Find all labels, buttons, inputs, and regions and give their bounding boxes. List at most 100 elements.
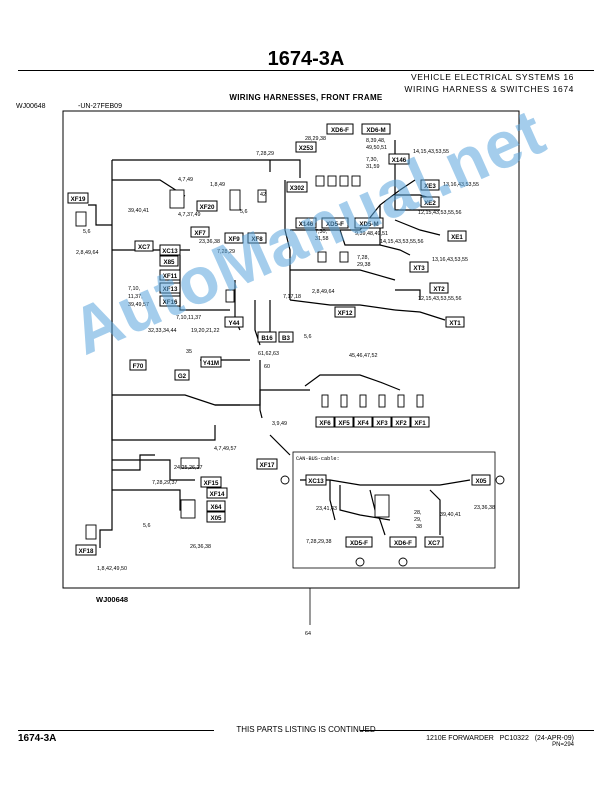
- svg-text:F70: F70: [133, 363, 144, 370]
- svg-text:XF5: XF5: [338, 420, 350, 427]
- svg-text:7,10,: 7,10,: [128, 286, 140, 292]
- connector-xf20: XF20: [196, 200, 218, 212]
- svg-text:XF13: XF13: [163, 286, 178, 293]
- figure-title: WIRING HARNESSES, FRONT FRAME: [229, 93, 383, 102]
- svg-text:38: 38: [416, 524, 422, 530]
- svg-text:XT2: XT2: [433, 286, 445, 293]
- connector-xf14: XF14: [206, 487, 228, 499]
- svg-text:X146: X146: [299, 221, 314, 228]
- svg-text:7,28,: 7,28,: [357, 255, 369, 261]
- svg-text:32,33,34,44: 32,33,34,44: [148, 328, 176, 334]
- page-number: PN=294: [552, 742, 574, 748]
- svg-text:X05: X05: [475, 478, 487, 485]
- svg-text:XC13: XC13: [162, 248, 178, 255]
- svg-text:5,6: 5,6: [304, 334, 312, 340]
- connector-xf1: XF1: [410, 416, 430, 428]
- pc-number: PC10322: [499, 735, 529, 742]
- svg-text:9,39,48,49,51: 9,39,48,49,51: [355, 231, 388, 237]
- svg-text:7,30,: 7,30,: [315, 229, 327, 235]
- svg-text:XF9: XF9: [228, 236, 240, 243]
- svg-text:28,: 28,: [414, 510, 422, 516]
- connector-b16: B16: [257, 331, 277, 343]
- connector-f70: F70: [129, 359, 147, 371]
- svg-text:XF20: XF20: [200, 204, 215, 211]
- page-title: 1674-3A: [267, 48, 345, 70]
- svg-text:23,41,43: 23,41,43: [316, 506, 337, 512]
- svg-text:XD5-M: XD5-M: [359, 221, 378, 228]
- connector-xf19: XF19: [67, 192, 89, 204]
- svg-text:Y41M: Y41M: [203, 360, 219, 367]
- svg-text:64: 64: [305, 631, 311, 637]
- inset-label: CAN-BUS-cable:: [296, 456, 340, 462]
- svg-text:B16: B16: [261, 335, 273, 342]
- connector-x302: X302: [286, 181, 308, 193]
- svg-text:XF16: XF16: [163, 299, 178, 306]
- connector-xf9: XF9: [224, 232, 244, 244]
- svg-text:5,6: 5,6: [240, 209, 248, 215]
- svg-text:XE2: XE2: [424, 200, 436, 207]
- svg-text:7,17,18: 7,17,18: [283, 294, 301, 300]
- connector-y41m: Y41M: [200, 356, 222, 368]
- svg-text:7,28,29,37: 7,28,29,37: [152, 480, 177, 486]
- svg-text:X146: X146: [392, 157, 407, 164]
- connector-xf2: XF2: [391, 416, 411, 428]
- svg-text:29,38: 29,38: [357, 262, 371, 268]
- svg-text:7,30,: 7,30,: [366, 157, 378, 163]
- svg-text:23,36,38: 23,36,38: [199, 239, 220, 245]
- svg-text:60: 60: [264, 364, 270, 370]
- svg-text:XD5-F: XD5-F: [326, 221, 344, 228]
- svg-text:XC7: XC7: [428, 540, 441, 547]
- connector-xf18: XF18: [75, 544, 97, 556]
- connector-x85: X85: [159, 255, 179, 267]
- connector-xf5: XF5: [334, 416, 354, 428]
- svg-text:XC13: XC13: [308, 478, 324, 485]
- svg-text:2,8,49,64: 2,8,49,64: [312, 289, 334, 295]
- svg-text:XF6: XF6: [319, 420, 331, 427]
- svg-text:7,28,29,38: 7,28,29,38: [306, 539, 331, 545]
- svg-text:XD5-F: XD5-F: [350, 540, 368, 547]
- svg-text:28,29,38: 28,29,38: [305, 136, 326, 142]
- svg-text:X302: X302: [290, 185, 305, 192]
- svg-text:39,49,57: 39,49,57: [128, 302, 149, 308]
- svg-text:13,16,43,53,55: 13,16,43,53,55: [432, 257, 468, 263]
- connector-y44: Y44: [224, 316, 244, 328]
- connector-xf7: XF7: [190, 226, 210, 238]
- svg-text:4,7,49: 4,7,49: [178, 177, 193, 183]
- svg-text:XD6-M: XD6-M: [366, 127, 385, 134]
- connector-x05: X05: [206, 511, 226, 523]
- connector-g2: G2: [174, 369, 190, 381]
- svg-text:Y44: Y44: [228, 320, 240, 327]
- svg-text:XF4: XF4: [357, 420, 369, 427]
- revision-ref: -UN-27FEB09: [78, 103, 122, 110]
- connector-xd6m: XD6-M: [361, 123, 391, 135]
- svg-text:XF14: XF14: [210, 491, 225, 498]
- svg-text:23,36,38: 23,36,38: [474, 505, 495, 511]
- subsection-heading: WIRING HARNESS & SWITCHES 1674: [404, 84, 574, 94]
- connector-x253: X253: [295, 141, 317, 153]
- svg-text:13,16,43,53,55: 13,16,43,53,55: [443, 182, 479, 188]
- connector-x146: X146: [388, 153, 410, 165]
- section-heading: VEHICLE ELECTRICAL SYSTEMS 16: [410, 72, 574, 82]
- svg-text:61,62,63: 61,62,63: [258, 351, 279, 357]
- connector-xt2: XT2: [429, 282, 449, 294]
- svg-text:35: 35: [186, 349, 192, 355]
- connector-xf15: XF15: [200, 476, 222, 488]
- connector-xf12: XF12: [334, 306, 356, 318]
- connector-xf17: XF17: [256, 458, 278, 470]
- footer-rule-left: [18, 730, 214, 731]
- footer-machine-info: 1210E FORWARDER PC10322 (24-APR-09): [426, 735, 574, 742]
- svg-text:31,59: 31,59: [366, 164, 380, 170]
- svg-text:XT1: XT1: [449, 320, 461, 327]
- connector-xc7b: XC7: [424, 536, 444, 548]
- connector-b3: B3: [278, 331, 294, 343]
- svg-text:XF11: XF11: [163, 273, 178, 280]
- svg-text:39,40,41: 39,40,41: [440, 512, 461, 518]
- connector-xd6f: XD6-F: [326, 123, 354, 135]
- svg-text:26,36,38: 26,36,38: [190, 544, 211, 550]
- svg-text:XF15: XF15: [204, 480, 219, 487]
- figure-id: WJ00648: [16, 103, 46, 110]
- svg-text:31,58: 31,58: [315, 236, 329, 242]
- bottom-figure-id: WJ00648: [96, 595, 128, 604]
- svg-text:X64: X64: [210, 504, 222, 511]
